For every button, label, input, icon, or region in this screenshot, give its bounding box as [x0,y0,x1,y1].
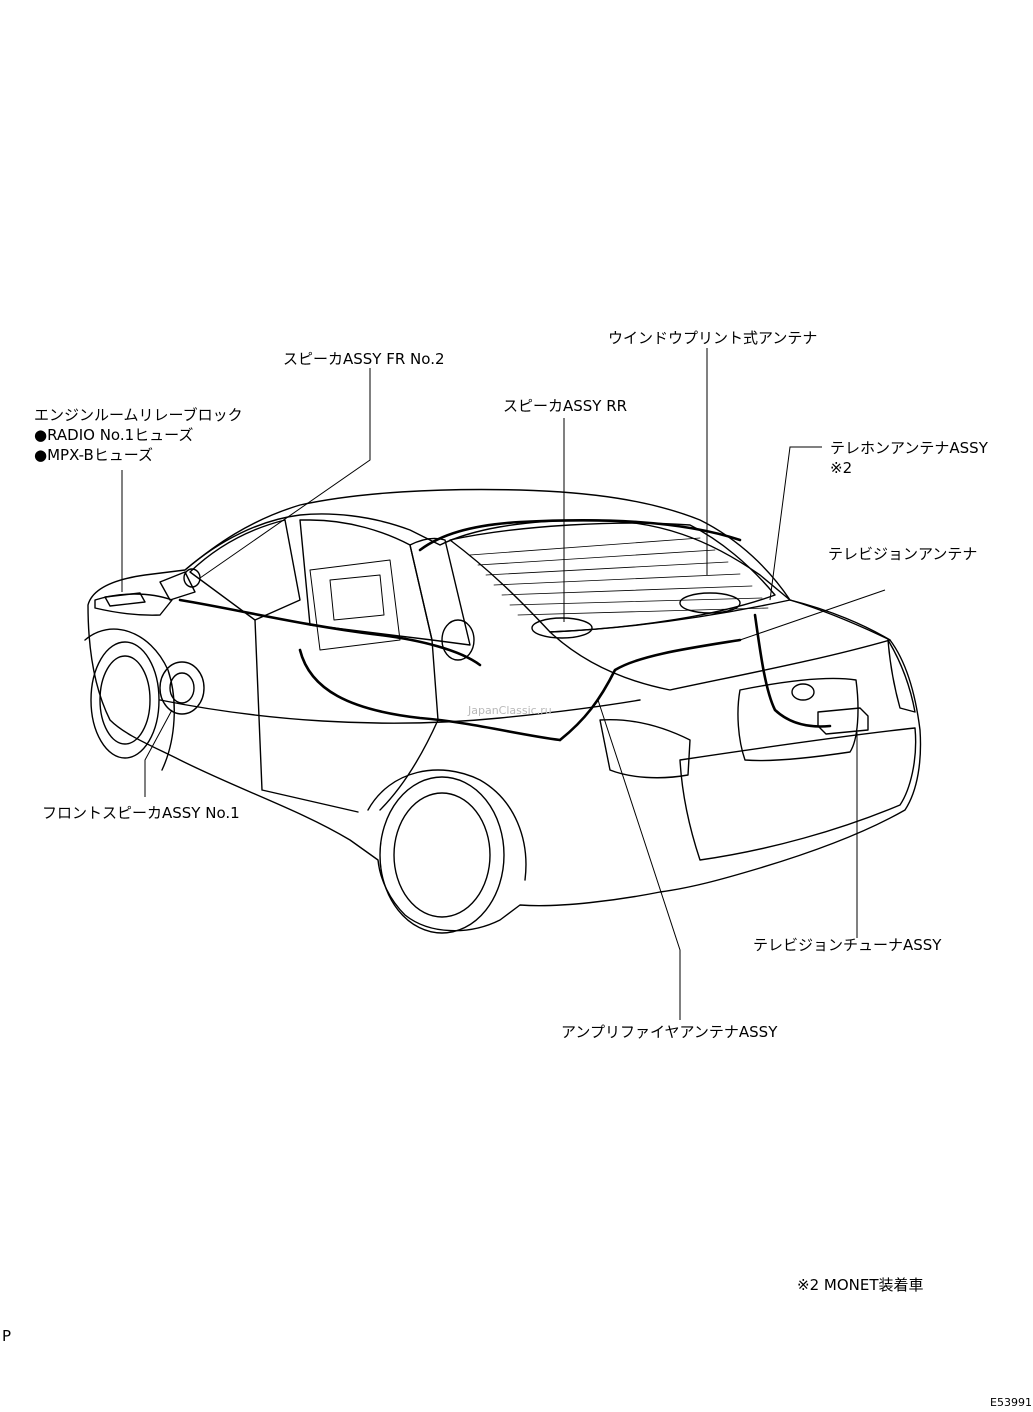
corner-mark: P [2,1327,12,1345]
watermark: JapanClassic.ru [468,704,552,717]
harness-front [178,598,482,667]
front-door-line [254,619,359,813]
label-mpx-fuse: ●MPX-Bヒューズ [34,446,154,464]
dashboard [309,559,401,651]
side-mirror [159,571,196,601]
harness-roof [418,519,742,552]
side-crease [159,699,641,724]
label-telephone-antenna-note: ※2 [830,459,853,477]
car-roof [184,513,791,601]
rear-bumper [679,727,917,861]
rear-wheel-arch [367,769,527,881]
tail-light-left [599,718,691,779]
rear-wheel-inner [393,792,491,918]
label-speaker-fr-no2: スピーカASSY FR No.2 [283,350,445,368]
tail-light-right [887,639,916,713]
front-speaker-cone [169,672,195,704]
label-engine-room-relay-block: エンジンルームリレーブロック [34,406,243,424]
leader-speaker-fr-no2 [199,368,371,579]
leader-front-speaker [144,709,173,797]
rear-door-speaker [441,619,475,661]
rear-door-window [409,537,471,646]
trunk-emblem [791,683,815,701]
leader-tv-antenna [739,589,886,641]
label-tv-antenna: テレビジョンアンテナ [828,545,978,563]
license-plate-area [737,677,859,762]
front-wheel-inner [99,655,151,745]
front-wheel-arch [84,628,175,771]
front-speaker-ring [159,661,205,715]
label-front-speaker-no1: フロントスピーカASSY No.1 [42,804,240,822]
label-telephone-antenna: テレホンアンテナASSY [830,439,988,457]
rear-speaker-right [679,592,741,614]
label-tv-tuner: テレビジョンチューナASSY [753,936,942,954]
leader-telephone-antenna [769,446,822,601]
relay-block [104,592,146,607]
tv-tuner-box [817,707,869,735]
rear-wheel [379,776,505,934]
label-radio-fuse: ●RADIO No.1ヒューズ [34,426,194,444]
windshield [189,519,301,621]
harness-floor [298,648,562,742]
front-door-window [299,519,433,641]
label-window-print-antenna: ウインドウプリント式アンテナ [608,329,818,347]
front-wheel [90,641,160,759]
rear-window-lines [469,537,769,616]
harness-rear [558,638,742,742]
rear-door-line [379,639,439,811]
figure-code: E53991 [990,1396,1032,1409]
rear-window [449,522,776,633]
footnote: ※2 MONET装着車 [797,1276,924,1294]
leader-amplifier-antenna [597,699,681,1020]
trunk-lid [549,599,891,691]
rear-speaker-left [531,617,593,639]
harness-antenna-lead [753,613,832,728]
label-speaker-rr: スピーカASSY RR [503,397,628,415]
label-amplifier-antenna: アンプリファイヤアンテナASSY [561,1023,778,1041]
car-body-outline [87,488,922,932]
